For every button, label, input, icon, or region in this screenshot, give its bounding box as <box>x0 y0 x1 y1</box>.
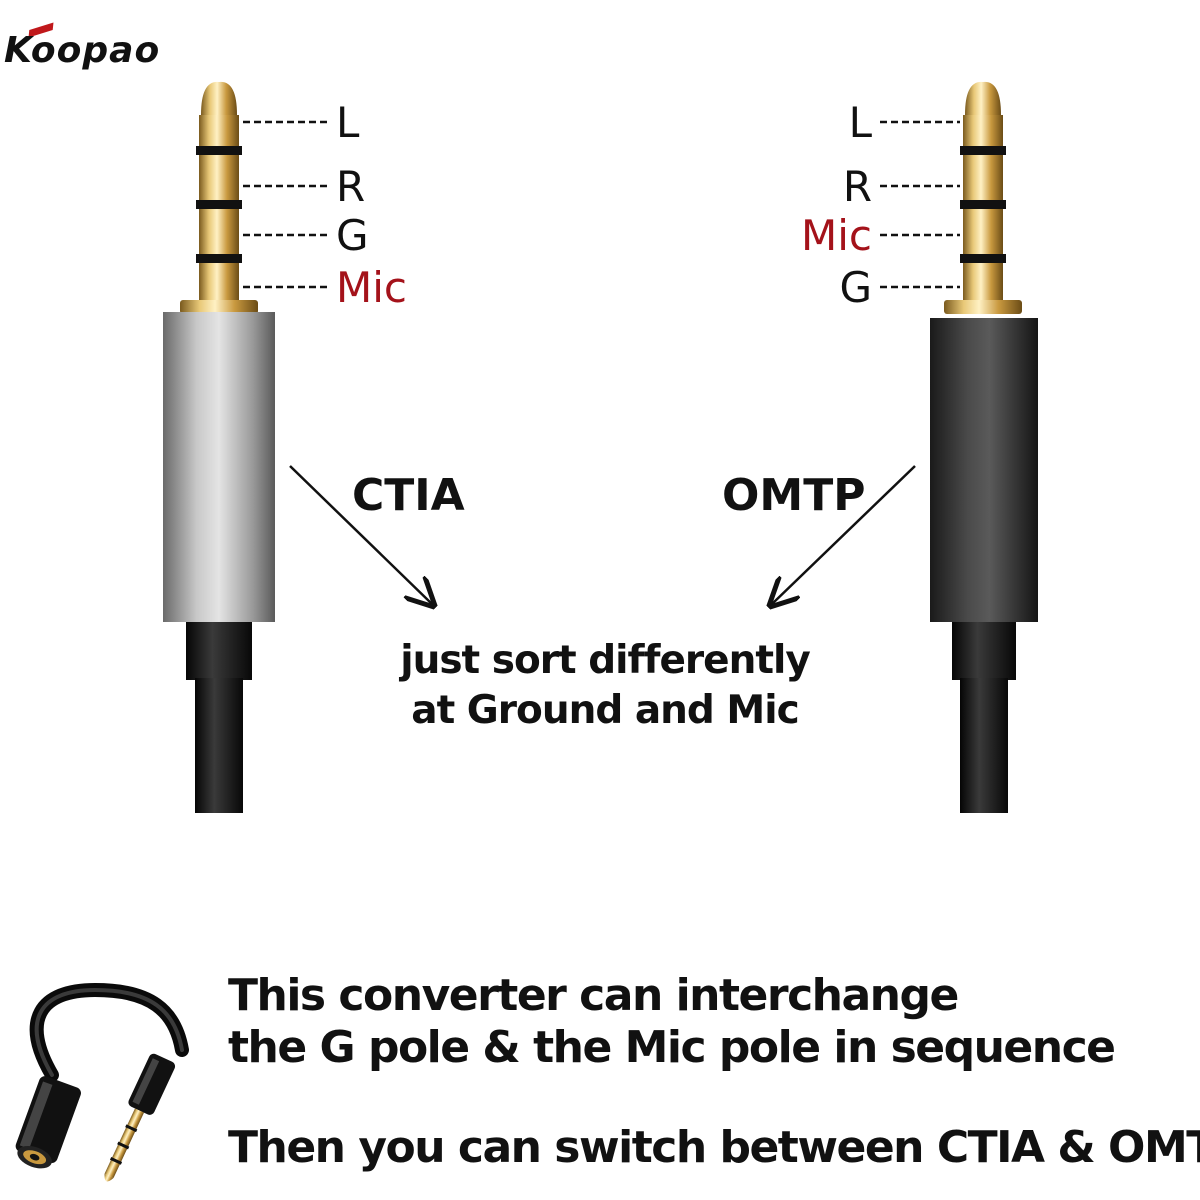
ctia-housing <box>163 312 275 622</box>
bottom-text-line-2: the G pole & the Mic pole in sequence <box>228 1022 1116 1073</box>
omtp-arrow <box>772 465 916 604</box>
center-note-line-1: just sort differently <box>400 638 811 683</box>
ctia-insulator-ring <box>196 254 242 263</box>
center-note: just sort differently at Ground and Mic <box>360 636 850 736</box>
converter-adapter-illustration <box>15 982 189 1182</box>
ctia-standard-label: CTIA <box>352 470 465 521</box>
omtp-pin-label-mic: Mic <box>801 211 872 260</box>
ctia-pin-label-mic: Mic <box>336 263 407 312</box>
omtp-cable <box>960 678 1008 813</box>
omtp-insulator-ring <box>960 254 1006 263</box>
omtp-pin-label: R <box>842 162 872 211</box>
ctia-pin-label: R <box>336 162 366 211</box>
ctia-pin-label: G <box>336 211 369 260</box>
ctia-insulator-ring <box>196 200 242 209</box>
ctia-tip <box>201 81 237 115</box>
omtp-insulator-ring <box>960 200 1006 209</box>
omtp-plug <box>880 81 1038 813</box>
omtp-pin-label: G <box>839 263 872 312</box>
ctia-pin-label: L <box>336 98 360 147</box>
omtp-tip <box>965 81 1001 115</box>
ctia-arrow <box>289 465 432 604</box>
omtp-housing <box>930 318 1038 622</box>
brand-logo: Koopao <box>4 30 161 71</box>
omtp-pin-label: L <box>848 98 872 147</box>
center-note-line-2: at Ground and Mic <box>411 688 799 733</box>
omtp-standard-label: OMTP <box>722 470 866 521</box>
ctia-insulator-ring <box>196 146 242 155</box>
ctia-plug <box>163 81 330 813</box>
omtp-insulator-ring <box>960 146 1006 155</box>
bottom-text-line-3: Then you can switch between CTIA & OMTP <box>228 1122 1200 1173</box>
bottom-text-line-1: This converter can interchange <box>228 970 959 1021</box>
ctia-cable <box>195 678 243 813</box>
